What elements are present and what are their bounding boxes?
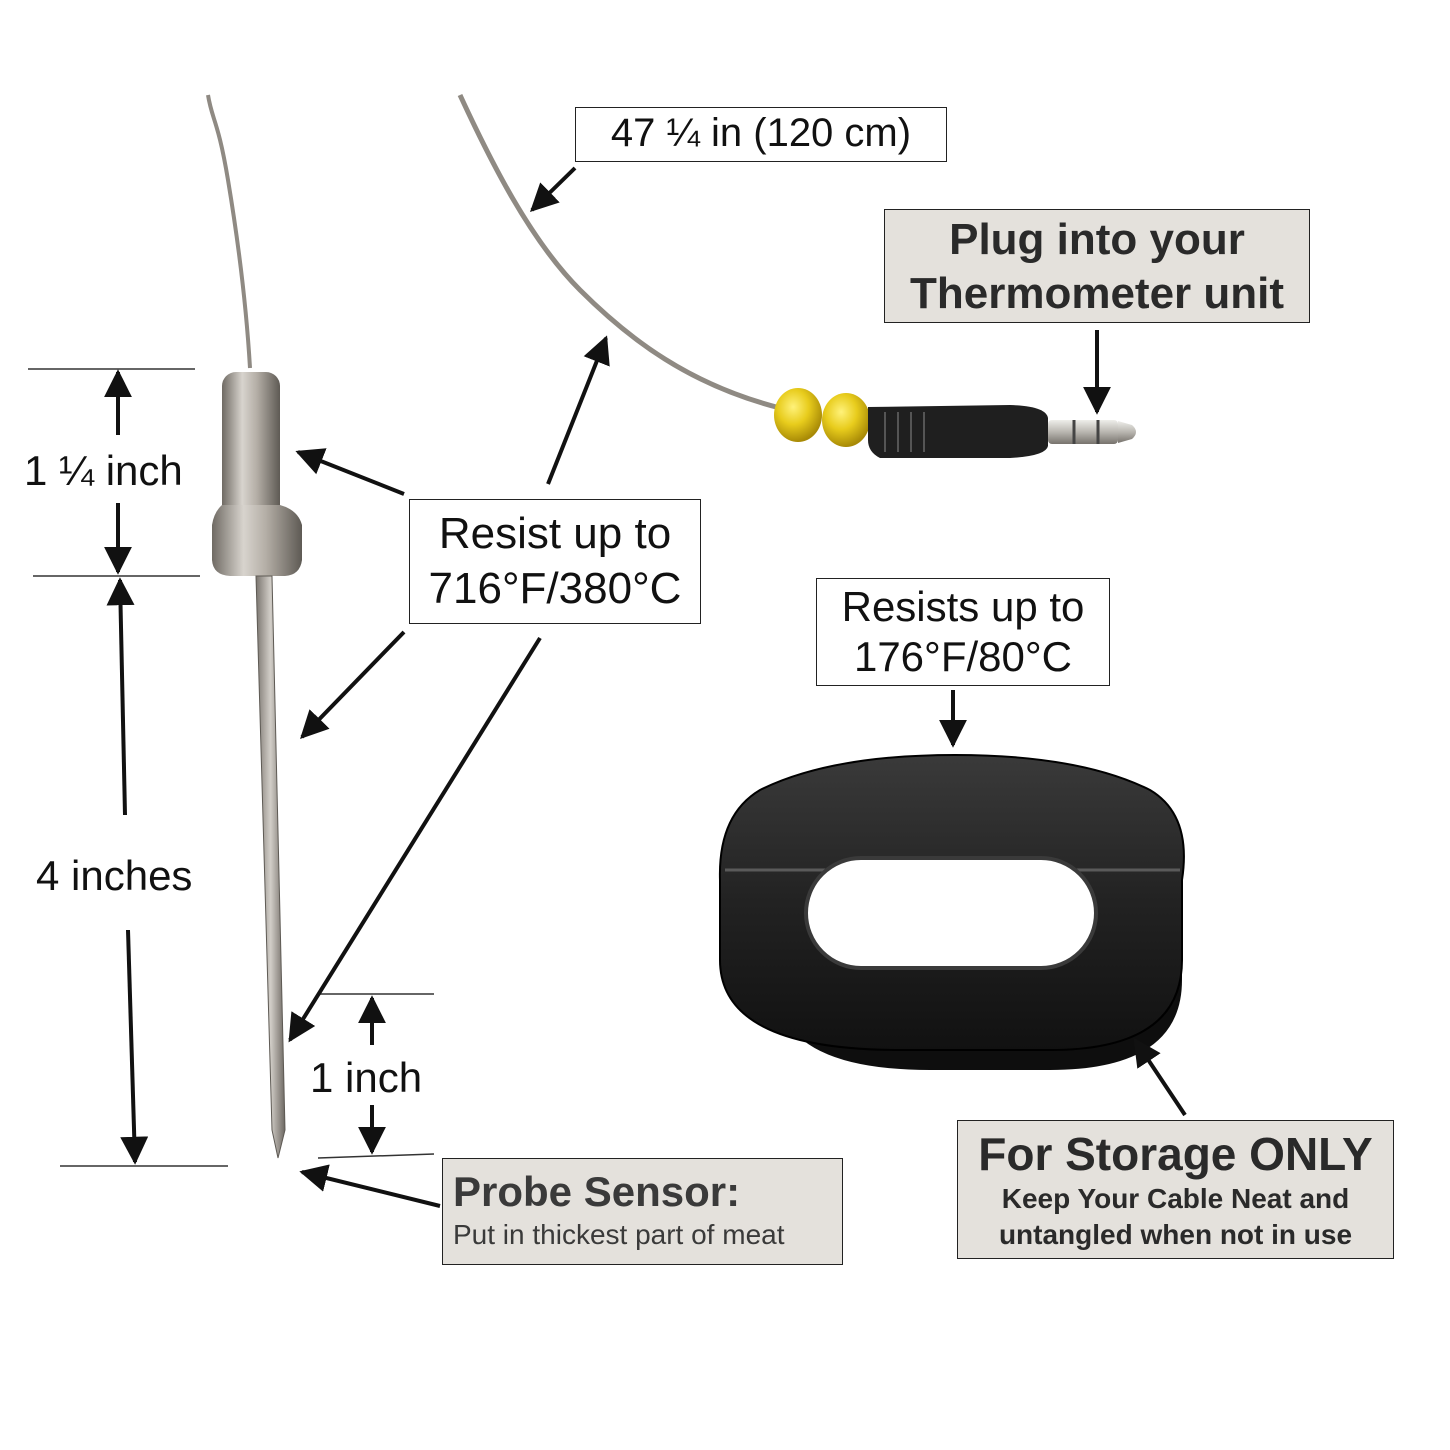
probe-sensor-title: Probe Sensor: <box>453 1168 741 1215</box>
cable-wrap <box>718 753 1185 1070</box>
cable-length-callout: 47 ¼ in (120 cm) <box>575 107 947 162</box>
dimension-lines <box>28 368 435 1167</box>
probe-sensor-callout: Probe Sensor: Put in thickest part of me… <box>442 1158 843 1265</box>
callout-arrow <box>1133 1037 1187 1117</box>
cable-length-text: 47 ¼ in (120 cm) <box>610 111 912 155</box>
storage-callout: For Storage ONLY Keep Your Cable Neat an… <box>957 1120 1394 1259</box>
probe-resist-line2: 716°F/380°C <box>428 564 682 613</box>
plug-callout: Plug into your Thermometer unit <box>884 209 1310 323</box>
callout-arrow <box>299 1164 441 1208</box>
probe-cable <box>206 94 252 369</box>
callout-arrow <box>300 630 406 740</box>
probe-temperature-callout: Resist up to 716°F/380°C <box>409 499 701 624</box>
wrap-resist-line2: 176°F/80°C <box>853 633 1073 680</box>
storage-title: For Storage ONLY <box>978 1128 1373 1180</box>
yellow-bead <box>774 388 822 442</box>
callout-arrow <box>546 335 610 485</box>
wrap-temperature-callout: Resists up to 176°F/80°C <box>816 578 1110 686</box>
probe-sensor-desc: Put in thickest part of meat <box>453 1219 785 1250</box>
yellow-bead <box>822 393 870 447</box>
shaft-length-label: 4 inches <box>36 852 193 899</box>
callout-arrow <box>295 448 405 496</box>
storage-line1: Keep Your Cable Neat and <box>1001 1183 1350 1214</box>
dimension-arrow <box>106 577 135 816</box>
plug-callout-line1: Plug into your <box>949 215 1245 264</box>
probe-handle <box>212 372 302 576</box>
handle-length-label: 1 ¼ inch <box>24 447 183 494</box>
wrap-resist-line1: Resists up to <box>841 583 1085 630</box>
dimension-arrow <box>120 929 149 1165</box>
audio-plug <box>868 405 1136 458</box>
probe-needle <box>255 575 286 1159</box>
plug-callout-line2: Thermometer unit <box>909 269 1285 318</box>
storage-line2: untangled when not in use <box>998 1219 1353 1250</box>
callout-arrow <box>529 166 577 212</box>
probe-resist-line1: Resist up to <box>438 509 672 558</box>
arrows <box>104 166 1187 1208</box>
callout-arrow <box>288 636 542 1043</box>
tip-length-label: 1 inch <box>310 1054 423 1101</box>
main-cable <box>457 93 781 411</box>
